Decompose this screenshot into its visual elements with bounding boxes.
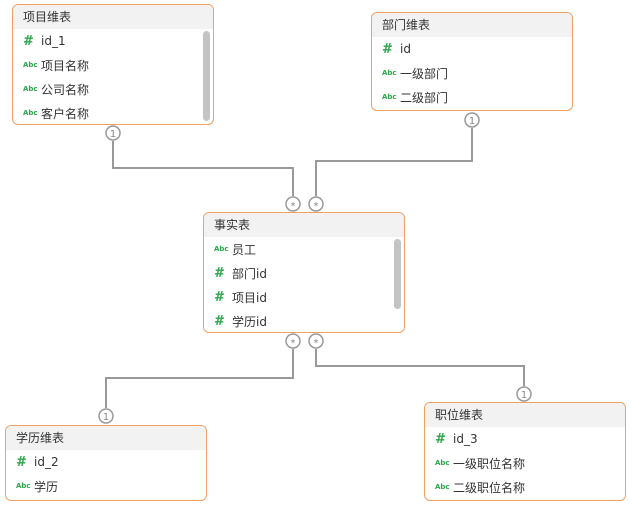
- table-title: 事实表: [204, 213, 404, 237]
- connector-fact-edu[interactable]: [105, 349, 294, 408]
- cardinality-one-position: 1: [516, 386, 532, 402]
- number-type-icon: #: [16, 454, 27, 470]
- svg-text:1: 1: [110, 129, 116, 140]
- text-type-icon: Abc: [214, 245, 229, 253]
- svg-text:*: *: [314, 338, 319, 349]
- field-row[interactable]: # id_3: [425, 427, 625, 451]
- scrollbar-thumb[interactable]: [394, 239, 401, 309]
- field-label: 二级部门: [400, 90, 449, 105]
- cardinality-many-fact-edu: *: [285, 333, 301, 349]
- text-type-icon: Abc: [23, 109, 38, 117]
- field-label: 学历: [34, 479, 59, 494]
- field-label: 二级职位名称: [453, 480, 526, 495]
- cardinality-one-dept: 1: [464, 112, 480, 128]
- cardinality-one-project: 1: [105, 125, 121, 141]
- number-type-icon: #: [214, 265, 225, 281]
- svg-text:*: *: [291, 338, 296, 349]
- table-title: 项目维表: [13, 5, 213, 29]
- field-label: 学历id: [232, 314, 267, 329]
- field-row[interactable]: # id_1: [13, 29, 213, 53]
- number-type-icon: #: [214, 313, 225, 329]
- scrollbar-thumb[interactable]: [203, 31, 210, 121]
- cardinality-many-fact-project: *: [285, 196, 301, 212]
- connector-project-fact[interactable]: [112, 141, 294, 196]
- svg-text:1: 1: [103, 412, 109, 423]
- svg-text:1: 1: [521, 390, 527, 401]
- svg-text:*: *: [291, 201, 296, 212]
- text-type-icon: Abc: [382, 69, 397, 77]
- svg-text:1: 1: [469, 116, 475, 127]
- field-row[interactable]: # 项目id: [204, 285, 404, 309]
- text-type-icon: Abc: [23, 85, 38, 93]
- cardinality-many-fact-dept: *: [308, 196, 324, 212]
- connector-dept-fact[interactable]: [315, 128, 473, 196]
- field-label: id_3: [453, 432, 478, 446]
- field-label: 公司名称: [41, 82, 90, 97]
- text-type-icon: Abc: [435, 459, 450, 467]
- svg-text:*: *: [314, 201, 319, 212]
- field-label: id_2: [34, 455, 59, 469]
- field-row[interactable]: # id_2: [6, 450, 206, 474]
- field-label: 一级职位名称: [453, 456, 526, 471]
- cardinality-many-fact-position: *: [308, 333, 324, 349]
- text-type-icon: Abc: [16, 482, 31, 490]
- field-row[interactable]: # 部门id: [204, 261, 404, 285]
- text-type-icon: Abc: [23, 61, 38, 69]
- field-label: 项目名称: [41, 58, 90, 73]
- field-label: 项目id: [232, 290, 267, 305]
- field-row[interactable]: # id: [372, 37, 572, 61]
- number-type-icon: #: [23, 33, 34, 49]
- table-title: 职位维表: [425, 403, 625, 427]
- text-type-icon: Abc: [435, 483, 450, 491]
- number-type-icon: #: [382, 41, 393, 57]
- field-label: id_1: [41, 34, 66, 48]
- table-title: 学历维表: [6, 426, 206, 450]
- field-label: id: [400, 42, 411, 56]
- field-label: 一级部门: [400, 66, 449, 81]
- field-row[interactable]: # 学历id: [204, 309, 404, 332]
- field-label: 客户名称: [41, 106, 90, 121]
- connector-fact-position[interactable]: [315, 349, 525, 386]
- table-title: 部门维表: [372, 13, 572, 37]
- field-label: 部门id: [232, 266, 267, 281]
- field-label: 员工: [232, 242, 257, 257]
- text-type-icon: Abc: [382, 93, 397, 101]
- cardinality-one-edu: 1: [98, 408, 114, 424]
- number-type-icon: #: [214, 289, 225, 305]
- number-type-icon: #: [435, 431, 446, 447]
